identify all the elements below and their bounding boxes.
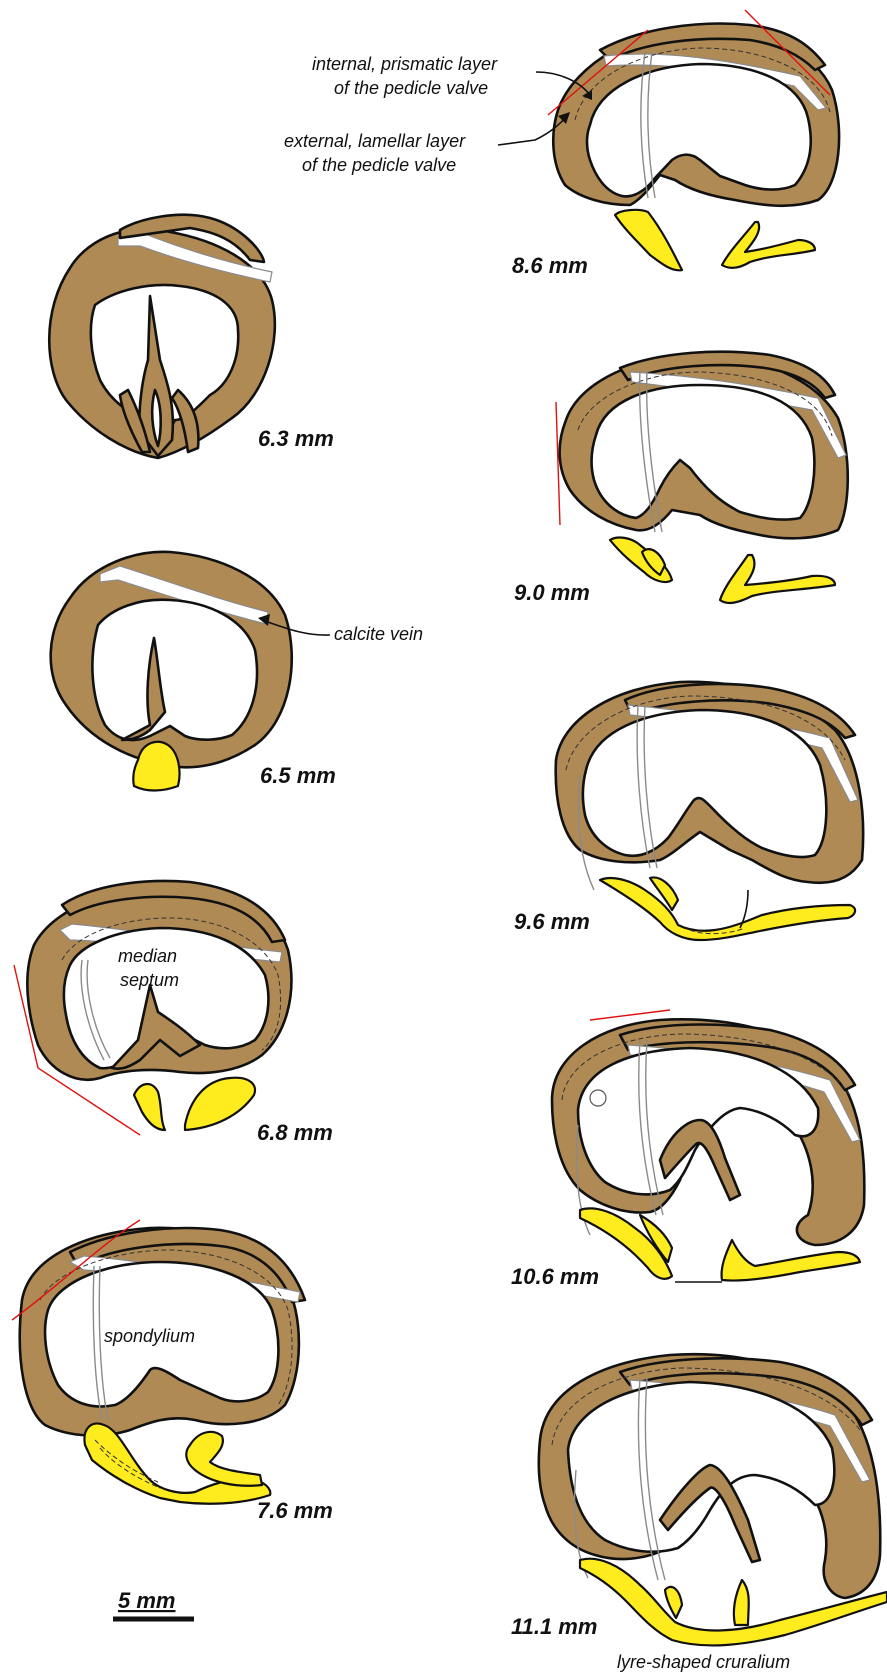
label-9-6mm: 9.6 mm [514, 909, 590, 934]
label-9-0mm: 9.0 mm [514, 580, 590, 605]
label-6-8mm: 6.8 mm [257, 1120, 333, 1145]
section-6-8mm [14, 881, 291, 1135]
section-6-3mm [49, 215, 275, 458]
section-9-0mm [556, 352, 848, 603]
calcite-vein-label: calcite vein [334, 624, 423, 644]
section-11-1mm [539, 1354, 887, 1645]
label-6-3mm: 6.3 mm [258, 426, 334, 451]
section-9-6mm [556, 682, 863, 940]
section-10-6mm [552, 1010, 864, 1282]
median-septum-label-line2: septum [120, 970, 179, 990]
section-7-6mm [12, 1220, 305, 1504]
section-8-6mm [548, 10, 839, 270]
label-7-6mm: 7.6 mm [257, 1498, 333, 1523]
internal-layer-label-line1: internal, prismatic layer [312, 54, 498, 74]
median-septum-label-line1: median [118, 946, 177, 966]
cruralium-label: lyre-shaped cruralium [617, 1652, 790, 1672]
scale-bar-label: 5 mm [118, 1588, 175, 1613]
external-layer-label-line2: of the pedicle valve [302, 155, 456, 175]
label-11-1mm: 11.1 mm [511, 1614, 597, 1639]
section-6-5mm [51, 552, 292, 791]
external-layer-label-line1: external, lamellar layer [284, 131, 466, 151]
label-6-5mm: 6.5 mm [260, 763, 336, 788]
label-8-6mm: 8.6 mm [512, 253, 588, 278]
internal-layer-label-line2: of the pedicle valve [334, 78, 488, 98]
spondylium-label: spondylium [104, 1326, 195, 1346]
label-10-6mm: 10.6 mm [511, 1264, 599, 1289]
